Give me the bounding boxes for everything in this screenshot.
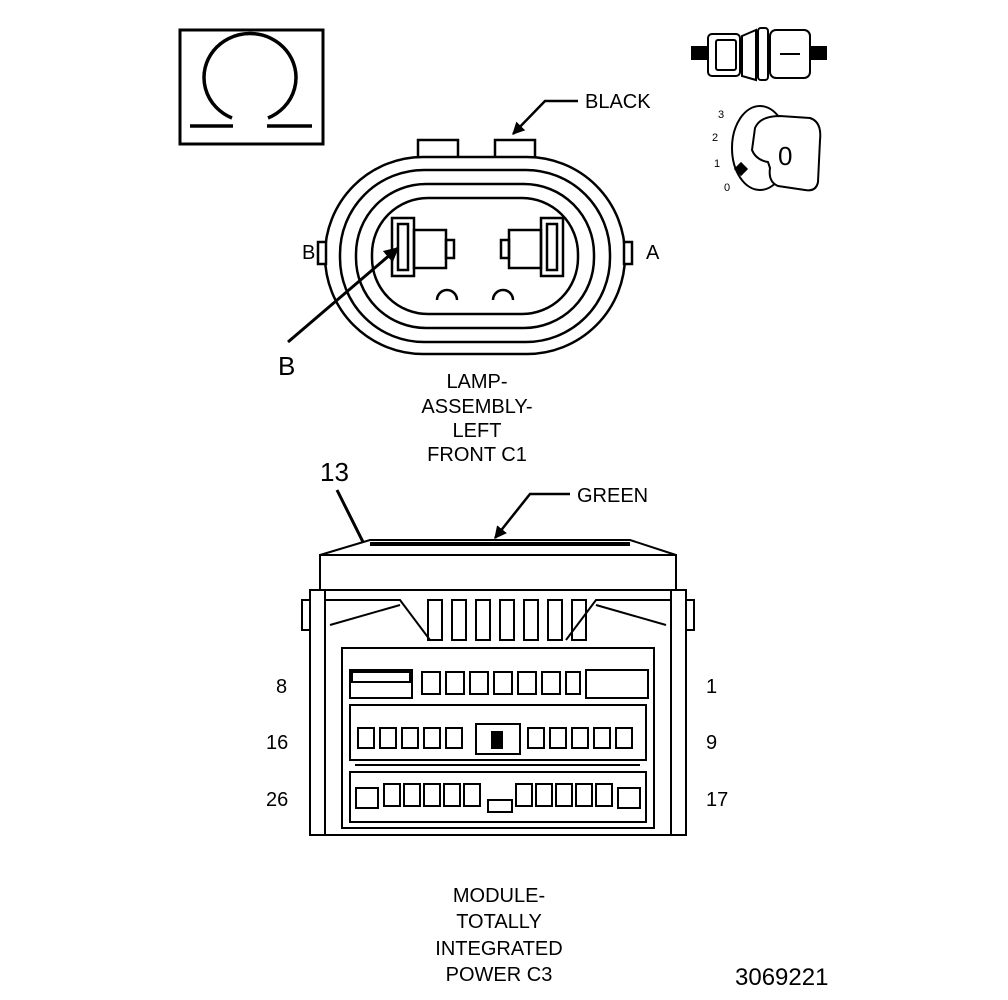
connector2-name-line: INTEGRATED <box>435 938 562 960</box>
figure-id: 3069221 <box>735 964 828 991</box>
callout-arrow-b <box>287 246 400 344</box>
ignition-position-3: 3 <box>718 109 724 121</box>
row-label-right: 17 <box>706 789 728 811</box>
cavity-label-a: A <box>646 242 660 264</box>
cavity-label-b: B <box>302 242 315 264</box>
ignition-position-0: 0 <box>724 182 730 194</box>
connector1-name-line: ASSEMBLY- <box>421 396 532 418</box>
connector1-color-label: BLACK <box>585 91 651 113</box>
connector1-name-line: FRONT C1 <box>427 444 527 466</box>
row-label-right: 9 <box>706 732 717 754</box>
module-connector-c3 <box>301 539 695 836</box>
callout-label-13: 13 <box>320 457 349 487</box>
connector2-name: MODULE- TOTALLY INTEGRATED POWER C3 <box>435 885 562 986</box>
terminal-b <box>390 216 456 278</box>
connector1-name-line: LAMP- <box>446 371 507 393</box>
ignition-switch-icon: 3 2 1 0 0 <box>712 105 822 194</box>
row-label-right: 1 <box>706 676 717 698</box>
connector1-name-line: LEFT <box>453 420 502 442</box>
callout-label-b: B <box>278 351 295 381</box>
ignition-key-label: 0 <box>778 141 792 171</box>
ignition-position-1: 1 <box>714 158 720 170</box>
row-label-left: 26 <box>266 789 288 811</box>
terminal-a <box>499 216 565 278</box>
connector1-name: LAMP- ASSEMBLY- LEFT FRONT C1 <box>421 371 532 466</box>
connector2-name-line: MODULE- <box>453 885 545 907</box>
connector2-name-line: POWER C3 <box>446 964 553 986</box>
lamp-connector-c1 <box>316 138 634 356</box>
connector2-name-line: TOTALLY <box>456 911 542 933</box>
connector1-color-callout: BLACK <box>512 91 651 135</box>
connector2-color-callout: GREEN <box>494 485 648 539</box>
plug-connector-icon <box>691 27 827 82</box>
ohm-symbol-icon <box>178 28 325 146</box>
row-label-left: 8 <box>276 676 287 698</box>
connector2-color-label: GREEN <box>577 485 648 507</box>
row-label-left: 16 <box>266 732 288 754</box>
ignition-position-2: 2 <box>712 132 718 144</box>
